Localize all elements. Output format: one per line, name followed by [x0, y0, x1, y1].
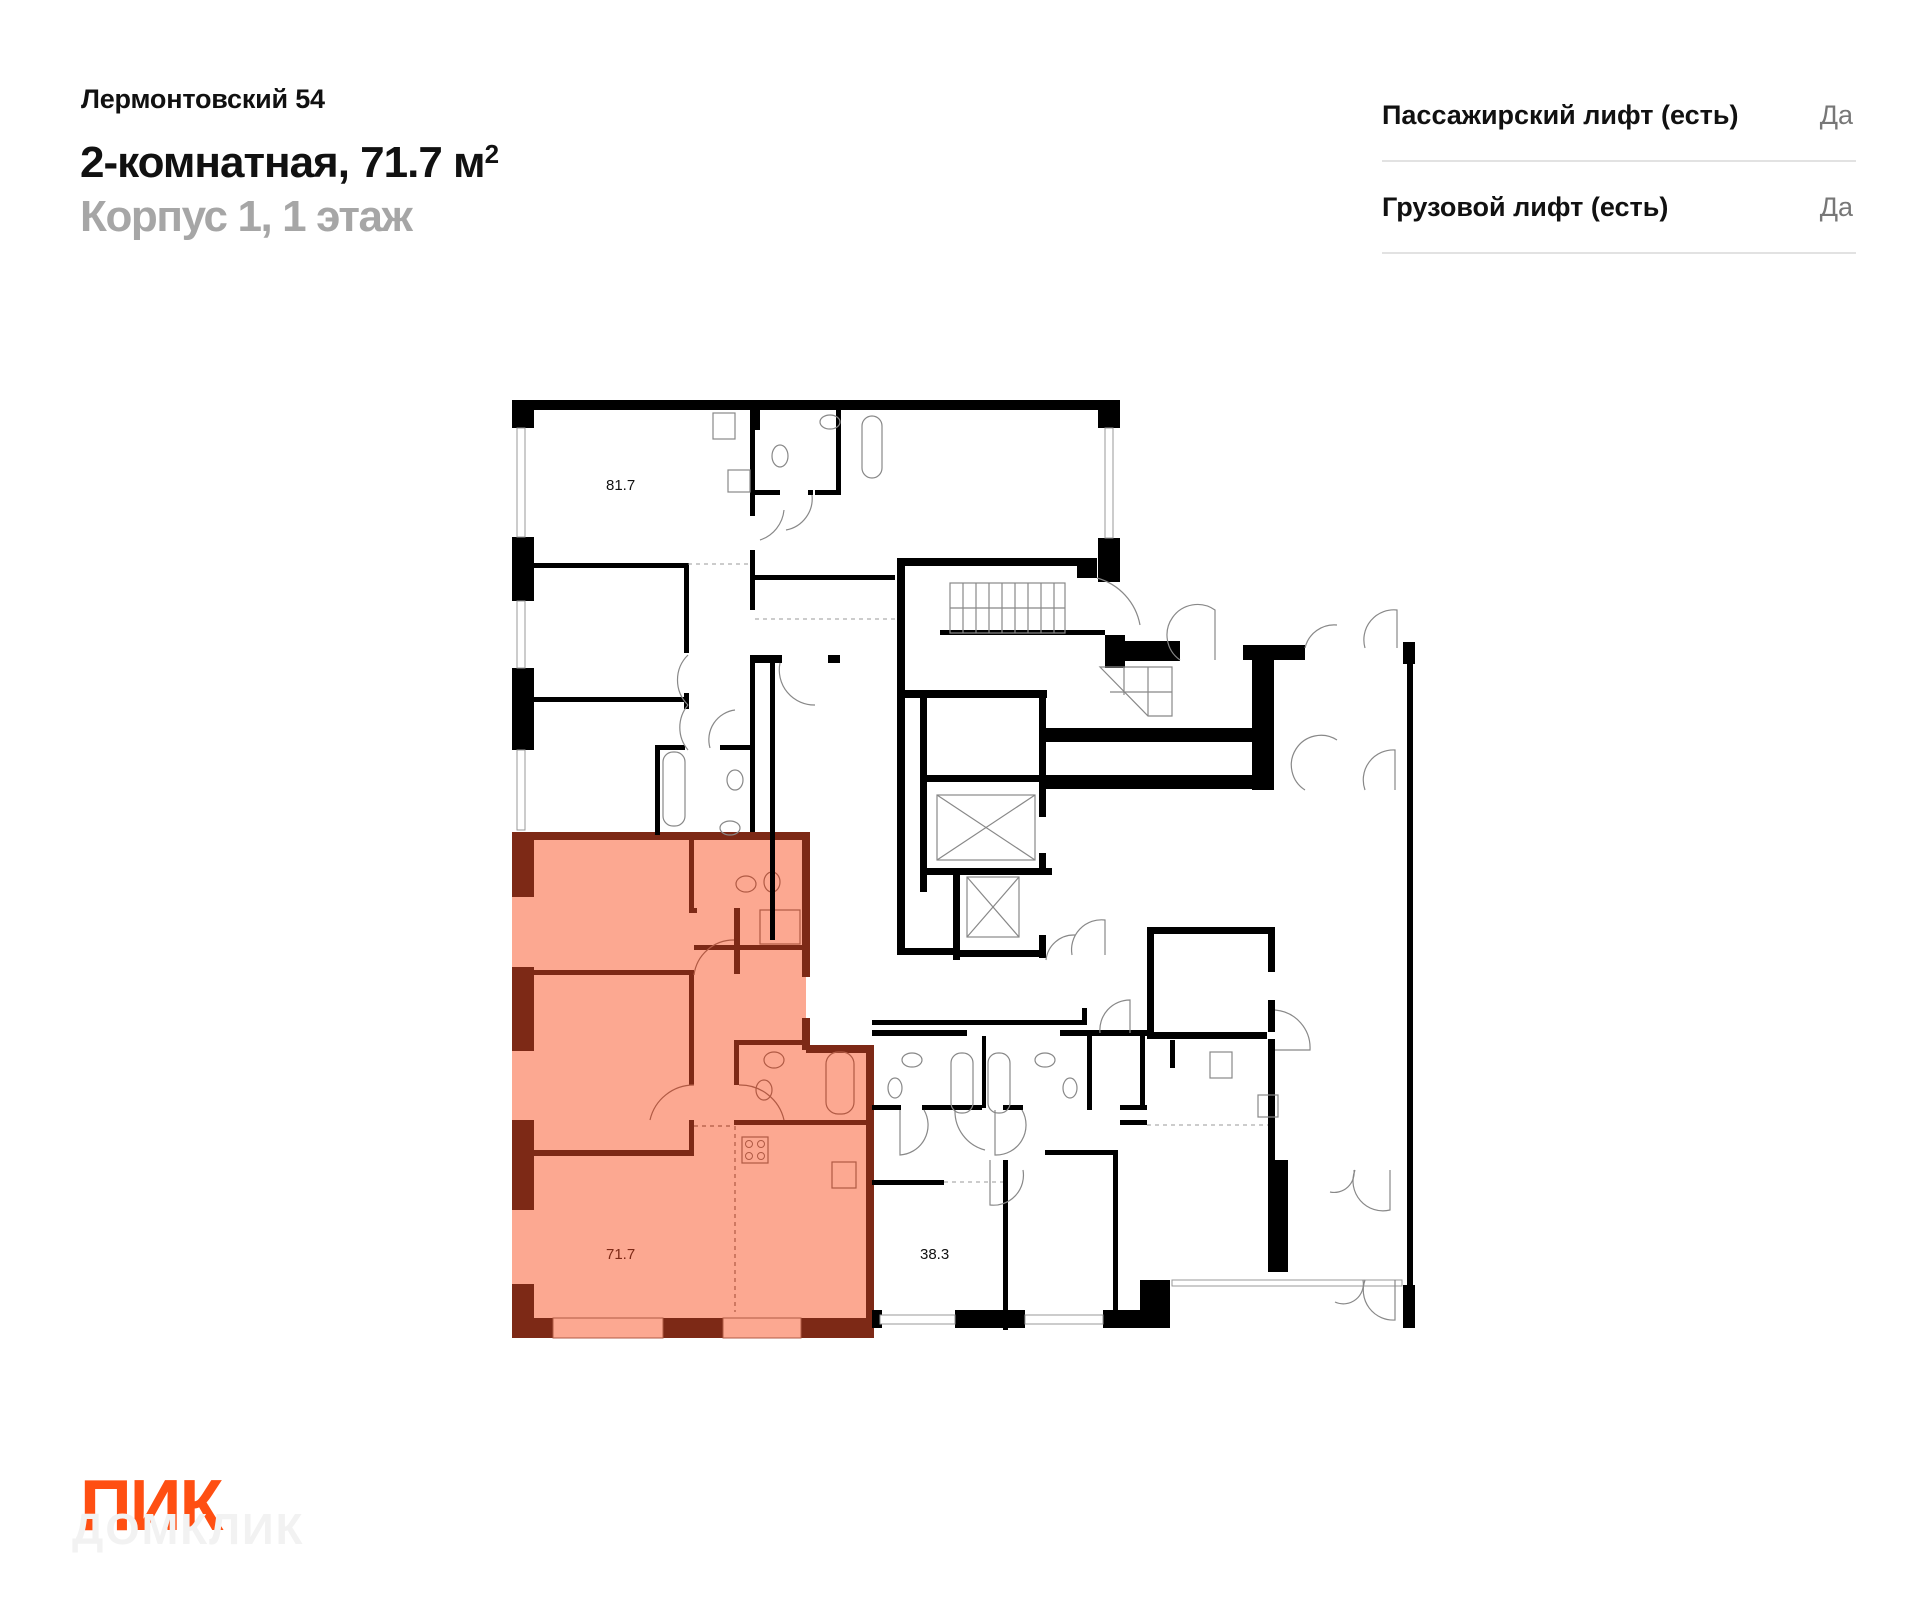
unit-subtitle: Корпус 1, 1 этаж: [80, 192, 413, 241]
brand-name: ПИК: [80, 1466, 223, 1546]
domclick-watermark: ДОМКЛИК: [72, 1505, 305, 1554]
fixtures: [662, 412, 1398, 1321]
spec-label: Грузовой лифт (есть): [1382, 191, 1669, 222]
spec-value: Да: [1819, 99, 1853, 130]
unit-area-label: 71.7: [606, 1246, 635, 1263]
unit-title-text: 2-комнатная, 71.7 м: [80, 138, 486, 187]
project-name: Лермонтовский 54: [81, 84, 325, 114]
highlighted-unit[interactable]: 71.7: [512, 832, 874, 1339]
pik-logo: ПИК: [80, 1466, 223, 1546]
specs-list: Пассажирский лифт (есть) Да Грузовой лиф…: [1382, 70, 1856, 254]
spec-value: Да: [1819, 191, 1853, 222]
unit-title: 2-комнатная, 71.7 м2: [80, 138, 500, 188]
unit-area-label: 38.3: [920, 1246, 949, 1263]
spec-label: Пассажирский лифт (есть): [1382, 99, 1739, 130]
building-walls: [512, 400, 1415, 1330]
spec-row-passenger-lift: Пассажирский лифт (есть) Да: [1382, 70, 1856, 162]
unit-title-sup: 2: [484, 139, 500, 169]
spec-row-freight-lift: Грузовой лифт (есть) Да: [1382, 162, 1856, 254]
unit-area-label: 81.7: [606, 477, 635, 494]
